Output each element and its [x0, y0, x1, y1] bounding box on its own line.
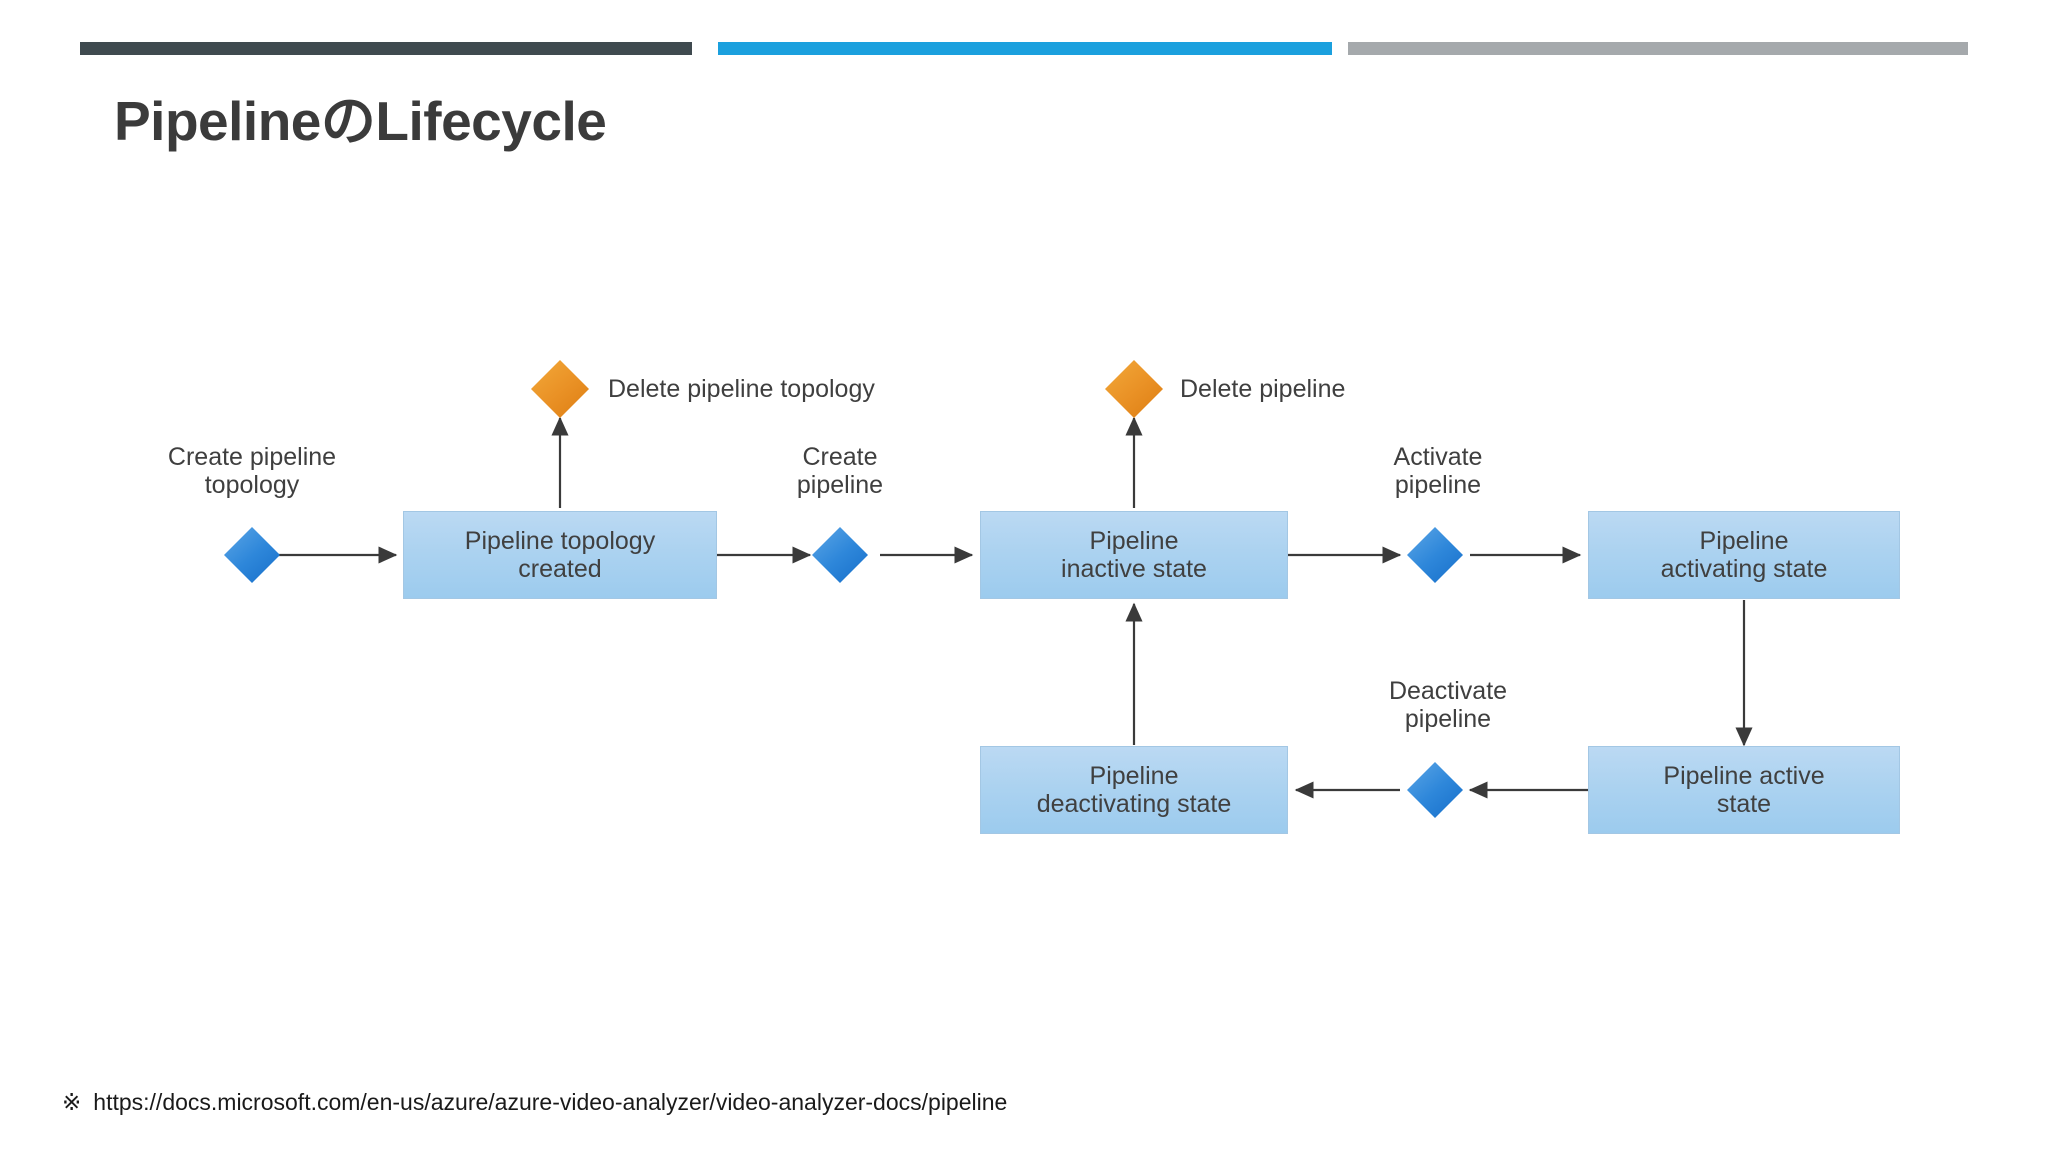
accent-bar-gray: [1348, 42, 1968, 55]
diamond-delete-pipeline[interactable]: [1105, 360, 1163, 418]
node-pipeline-inactive-state[interactable]: Pipeline inactive state: [980, 511, 1288, 599]
node-label-line1: Pipeline active: [1663, 762, 1825, 790]
label-create-pipeline: Create pipeline: [796, 443, 884, 499]
node-pipeline-activating-state[interactable]: Pipeline activating state: [1588, 511, 1900, 599]
label-activate-pipeline: Activate pipeline: [1393, 443, 1483, 499]
diamond-create-pipeline[interactable]: [812, 527, 868, 583]
node-label-line2: state: [1716, 790, 1772, 818]
node-pipeline-deactivating-state[interactable]: Pipeline deactivating state: [980, 746, 1288, 834]
node-label: Pipeline topology created: [465, 527, 655, 583]
label-deactivate-pipeline: Deactivate pipeline: [1388, 677, 1508, 733]
diamond-delete-pipeline-topology[interactable]: [531, 360, 589, 418]
node-label: Pipeline activating state: [1661, 527, 1828, 583]
node-pipeline-active-state[interactable]: Pipeline active state: [1588, 746, 1900, 834]
footnote-source: ※ https://docs.microsoft.com/en-us/azure/…: [62, 1089, 1007, 1116]
page-title: PipelineのLifecycle: [114, 90, 607, 152]
node-label-line2: activating state: [1660, 555, 1828, 583]
node-label-line1: Pipeline: [1089, 527, 1179, 555]
label-delete-pipeline-topology: Delete pipeline topology: [608, 375, 875, 403]
node-label-line1: Pipeline: [1089, 762, 1179, 790]
diamond-create-pipeline-topology[interactable]: [224, 527, 280, 583]
label-create-pipeline-topology: Create pipeline topology: [167, 443, 337, 499]
accent-bar-dark: [80, 42, 692, 55]
node-label-line2: deactivating state: [1036, 790, 1232, 818]
label-delete-pipeline: Delete pipeline: [1180, 375, 1346, 403]
node-label-line2: inactive state: [1061, 555, 1207, 583]
node-label-line1: Pipeline topology: [464, 527, 656, 555]
node-label: Pipeline active state: [1663, 762, 1824, 818]
diamond-activate-pipeline[interactable]: [1407, 527, 1463, 583]
footnote-url: https://docs.microsoft.com/en-us/azure/a…: [93, 1089, 1008, 1115]
accent-bar-blue: [718, 42, 1332, 55]
node-label: Pipeline deactivating state: [1037, 762, 1232, 818]
node-label-line2: created: [518, 555, 602, 583]
diamond-deactivate-pipeline[interactable]: [1407, 762, 1463, 818]
node-pipeline-topology-created[interactable]: Pipeline topology created: [403, 511, 717, 599]
node-label-line1: Pipeline: [1699, 527, 1789, 555]
reference-mark-icon: ※: [62, 1089, 82, 1115]
node-label: Pipeline inactive state: [1061, 527, 1207, 583]
